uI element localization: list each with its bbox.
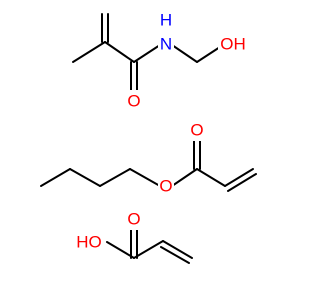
atom-acid-carbonyl-o-label: O [127, 210, 140, 229]
bond-oh-carbonyl [106, 241, 135, 259]
atom-ester-carbonyl-o-label: O [190, 121, 203, 140]
bond-c-carbonyl [104, 41, 135, 63]
bond-o-carbonyl [171, 168, 198, 187]
bond-acid-vinyl-double-a [162, 240, 193, 259]
atom-ester-o-label: O [159, 177, 172, 196]
molecule-butyl-acrylate: O O [40, 119, 257, 197]
atom-carbonyl-o-label: O [127, 92, 140, 111]
bond-acid-vinyl-double-b [160, 246, 190, 264]
bond-carbonyl-vinyl [196, 168, 226, 187]
bond-n-ch2 [171, 44, 198, 63]
atom-carbonyl-o-bg [126, 90, 142, 112]
atom-h-label: H [160, 11, 172, 30]
atom-n-label: N [160, 35, 172, 54]
bond-vinyl-double-b [227, 173, 257, 192]
bond-butyl-1 [40, 168, 71, 187]
bond-butyl-3 [99, 168, 131, 187]
bond-acid-carbonyl-vinyl [133, 240, 164, 259]
atom-ester-o-bg [158, 175, 174, 197]
atom-acid-carbonyl-o-bg [126, 208, 142, 230]
chemical-structure-diagram: N H OH O O O [40, 10, 257, 264]
bond-butyl-o [129, 168, 161, 187]
atom-oh-label: OH [220, 35, 246, 54]
atom-acid-ho-bg [71, 231, 105, 253]
atom-n-bg [158, 33, 174, 55]
atom-acid-ho-label: HO [76, 233, 102, 252]
bond-butyl-2 [69, 168, 101, 187]
bond-methyl [72, 41, 106, 63]
atom-ester-carbonyl-o-bg [189, 119, 205, 141]
bond-carbonyl-n [133, 44, 161, 63]
structure-svg: N H OH O O O [40, 11, 257, 264]
molecule-acrylic-acid: O HO [71, 208, 193, 264]
bond-ch2-oh [196, 46, 221, 63]
molecule-hydroxymethyl-methacrylamide: N H OH O [72, 11, 248, 112]
atom-oh-bg [218, 33, 248, 55]
bond-vinyl-double-a [224, 168, 254, 187]
